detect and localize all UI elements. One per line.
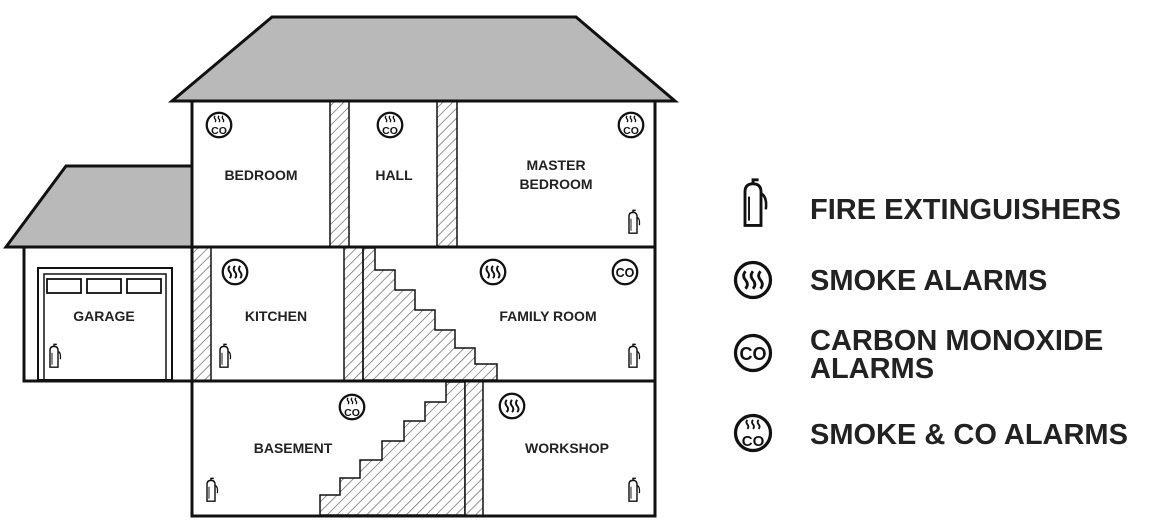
legend: FIRE EXTINGUISHERS SMOKE ALARMS CO CARBO… <box>733 178 1128 453</box>
fire-extinguisher-icon <box>743 178 768 228</box>
room-label-kitchen: KITCHEN <box>245 308 307 324</box>
smoke-alarm-icon <box>733 260 773 300</box>
svg-text:CO: CO <box>742 433 765 450</box>
smoke-alarm-icon <box>221 258 249 286</box>
smoke-co-alarm-icon: CO <box>338 393 366 421</box>
co-alarm-icon: CO <box>733 333 773 373</box>
fire-extinguisher-icon <box>219 343 232 368</box>
garage-roof <box>3 164 194 249</box>
svg-text:CO: CO <box>616 266 635 280</box>
workshop-wall <box>465 382 483 515</box>
fire-extinguisher-icon <box>628 477 641 502</box>
basement-floor <box>190 379 657 518</box>
room-label-family-room: FAMILY ROOM <box>499 308 596 324</box>
hall-right-wall <box>437 101 457 246</box>
room-label-bedroom: BEDROOM <box>224 167 297 183</box>
legend-label-co-alarms-line1: CARBON MONOXIDE <box>810 325 1103 357</box>
svg-text:CO: CO <box>344 407 360 419</box>
smoke-co-alarm-icon: CO <box>376 111 404 139</box>
legend-label-co-alarms-line2: ALARMS <box>810 353 934 385</box>
fire-extinguisher-icon <box>628 209 641 234</box>
fire-extinguisher-icon <box>206 477 219 502</box>
smoke-co-alarm-icon: CO <box>617 111 645 139</box>
legend-label-fire-extinguishers: FIRE EXTINGUISHERS <box>810 194 1121 226</box>
room-label-master-bedroom-line1: MASTER <box>526 157 585 173</box>
kitchen-left-wall <box>192 247 211 380</box>
svg-text:CO: CO <box>211 125 227 137</box>
room-label-workshop: WORKSHOP <box>525 440 609 456</box>
legend-label-smoke-alarms: SMOKE ALARMS <box>810 265 1047 297</box>
stairwell-wall <box>344 247 363 380</box>
legend-label-smoke-co-alarms: SMOKE & CO ALARMS <box>810 419 1128 451</box>
co-alarm-icon: CO <box>611 258 639 286</box>
smoke-co-alarm-icon: CO <box>205 111 233 139</box>
svg-text:CO: CO <box>623 125 639 137</box>
garage-door <box>37 267 173 381</box>
smoke-co-alarm-icon: CO <box>733 413 773 453</box>
upper-staircase <box>362 247 498 381</box>
svg-text:CO: CO <box>382 125 398 137</box>
room-label-master-bedroom-line2: BEDROOM <box>519 176 592 192</box>
svg-text:CO: CO <box>740 344 767 364</box>
hall-left-wall <box>330 101 349 246</box>
room-label-hall: HALL <box>375 167 413 183</box>
main-roof <box>167 15 680 103</box>
fire-extinguisher-icon <box>628 343 641 368</box>
room-label-garage: GARAGE <box>73 308 134 324</box>
smoke-alarm-icon <box>479 258 507 286</box>
smoke-alarm-icon <box>498 392 526 420</box>
room-label-basement: BASEMENT <box>254 440 333 456</box>
